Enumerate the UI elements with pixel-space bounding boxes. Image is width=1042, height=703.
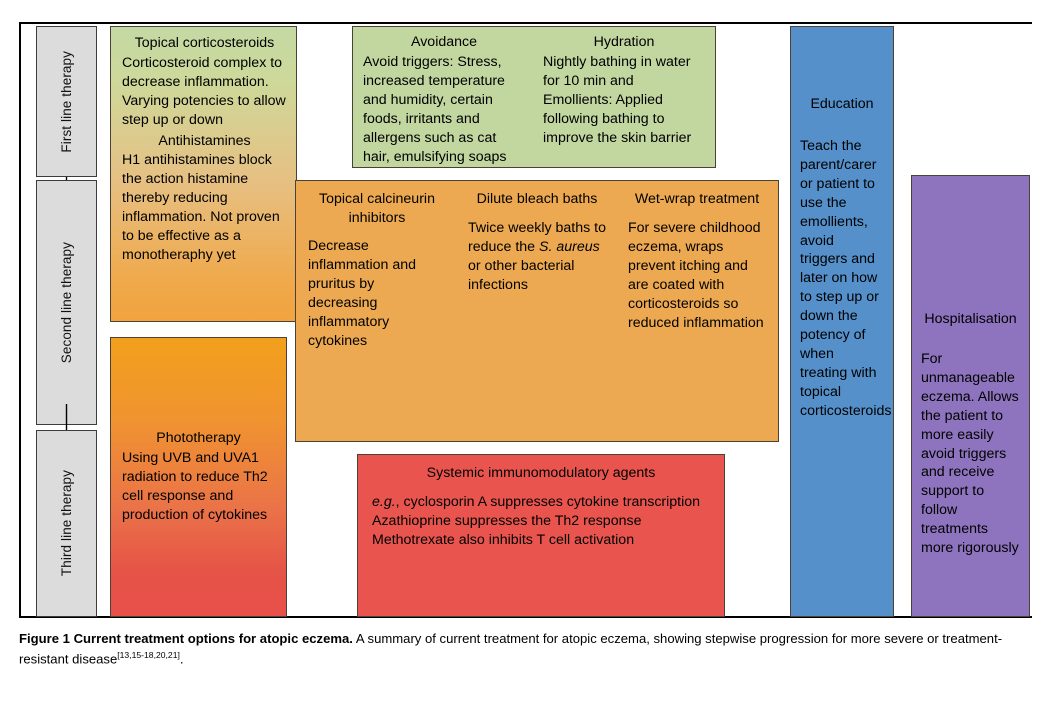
- systemic-line-1-text: , cyclosporin A suppresses cytokine tran…: [395, 493, 701, 510]
- wet-wrap-title: Wet-wrap treatment: [634, 191, 760, 207]
- wet-wrap-body: For severe childhood eczema, wraps preve…: [628, 219, 764, 331]
- box-education: Education Teach the parent/carer or pati…: [790, 26, 894, 617]
- stage-second-line-therapy: Second line therapy: [36, 180, 97, 425]
- stage-second-line-label: Second line therapy: [59, 241, 74, 364]
- bleach-baths-column: Dilute bleach baths Twice weekly baths t…: [468, 190, 606, 351]
- antihistamines-body: H1 antihistamines block the action hista…: [122, 152, 280, 264]
- figure-caption-reference: [13,15-18,20,21]: [117, 649, 180, 660]
- box-systemic-immunomodulatory-agents: Systemic immunomodulatory agents e.g., c…: [357, 454, 725, 617]
- bleach-baths-body-b: or other bacterial infections: [468, 257, 575, 293]
- hydration-body: Nightly bathing in water for 10 min and …: [543, 53, 692, 146]
- hydration-column: Hydration Nightly bathing in water for 1…: [543, 33, 705, 166]
- phototherapy-body: Using UVB and UVA1 radiation to reduce T…: [122, 449, 268, 523]
- systemic-line-2: Azathioprine suppresses the Th2 response: [372, 512, 642, 529]
- figure-caption-title: Figure 1 Current treatment options for a…: [19, 631, 353, 646]
- avoidance-column: Avoidance Avoid triggers: Stress, increa…: [363, 33, 525, 166]
- education-title: Education: [810, 96, 874, 112]
- systemic-line-1: e.g., cyclosporin A suppresses cytokine …: [372, 493, 710, 512]
- bleach-baths-title: Dilute bleach baths: [476, 191, 598, 207]
- education-body: Teach the parent/carer or patient to use…: [800, 137, 892, 420]
- box-avoidance-hydration: Avoidance Avoid triggers: Stress, increa…: [352, 26, 716, 168]
- hydration-title: Hydration: [593, 34, 655, 50]
- bleach-baths-body: Twice weekly baths to reduce the S. aure…: [468, 219, 606, 295]
- phototherapy-title: Phototherapy: [156, 430, 241, 447]
- figure-caption-body: A summary of current treatment for atopi…: [19, 631, 1003, 666]
- box-phototherapy: Phototherapy Using UVB and UVA1 radiatio…: [110, 337, 287, 617]
- calcineurin-body: Decrease inflammation and pruritus by de…: [308, 238, 417, 350]
- hospitalisation-body: For unmanageable eczema. Allows the pati…: [921, 350, 1019, 557]
- figure-caption-period: .: [179, 650, 184, 666]
- figure-caption: Figure 1 Current treatment options for a…: [19, 630, 1033, 669]
- stage-first-line-therapy: First line therapy: [36, 26, 97, 177]
- systemic-line-3: Methotrexate also inhibits T cell activa…: [372, 531, 635, 548]
- antihistamines-title: Antihistamines: [158, 132, 251, 149]
- calcineurin-title: Topical calcineurin inhibitors: [319, 191, 435, 226]
- figure-left-rule: [19, 22, 21, 618]
- avoidance-body: Avoid triggers: Stress, increased temper…: [363, 53, 507, 165]
- stage-third-line-therapy: Third line therapy: [36, 430, 97, 617]
- box-hospitalisation: Hospitalisation For unmanageable eczema.…: [911, 175, 1030, 617]
- topical-corticosteroids-body: Corticosteroid complex to decrease infla…: [122, 54, 286, 128]
- stage-first-line-label: First line therapy: [59, 50, 74, 153]
- bleach-baths-species: S. aureus: [539, 238, 600, 255]
- avoidance-title: Avoidance: [411, 34, 477, 50]
- box-second-line-treatments: Topical calcineurin inhibitors Decrease …: [295, 180, 779, 442]
- calcineurin-column: Topical calcineurin inhibitors Decrease …: [308, 190, 446, 351]
- systemic-title: Systemic immunomodulatory agents: [426, 465, 656, 481]
- bleach-baths-body-a: Twice weekly baths to reduce the: [468, 219, 606, 255]
- systemic-eg-italic: e.g.: [372, 493, 396, 510]
- wet-wrap-column: Wet-wrap treatment For severe childhood …: [628, 190, 766, 351]
- hospitalisation-title: Hospitalisation: [924, 311, 1017, 327]
- stage-third-line-label: Third line therapy: [59, 470, 74, 577]
- figure-outer-frame: [19, 22, 1032, 618]
- topical-corticosteroids-title: Topical corticosteroids: [134, 35, 275, 51]
- box-topical-corticosteroids-antihistamines: Topical corticosteroids Corticosteroid c…: [110, 26, 297, 322]
